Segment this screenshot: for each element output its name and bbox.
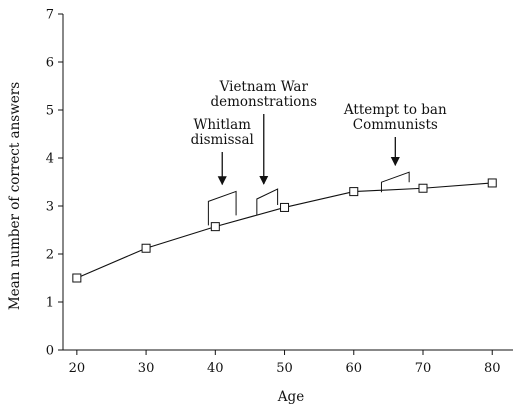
y-tick-label: 3 bbox=[46, 200, 54, 215]
x-tick-label: 60 bbox=[345, 361, 362, 376]
series-line bbox=[76, 182, 493, 279]
y-tick-label: 7 bbox=[46, 8, 54, 23]
x-tick-label: 80 bbox=[484, 361, 501, 376]
annotation-bracket bbox=[207, 190, 237, 226]
y-tick-label: 2 bbox=[46, 248, 54, 263]
x-tick-label: 50 bbox=[276, 361, 293, 376]
annotation-label-line: demonstrations bbox=[210, 94, 317, 110]
axes bbox=[62, 14, 513, 351]
data-point-age-50 bbox=[280, 202, 290, 212]
data-point-age-20 bbox=[72, 273, 82, 283]
data-point-age-70 bbox=[418, 183, 428, 193]
annotation-label-line: Whitlam bbox=[193, 117, 251, 133]
y-tick-label: 1 bbox=[46, 296, 54, 311]
data-series bbox=[72, 178, 497, 283]
annotation-label-line: dismissal bbox=[191, 132, 254, 148]
x-tick-label: 30 bbox=[138, 361, 155, 376]
annotation-label-line: Attempt to ban bbox=[343, 102, 447, 118]
y-tick-label: 6 bbox=[46, 56, 54, 71]
data-point-age-80 bbox=[487, 178, 497, 188]
annotation-label-line: Vietnam War bbox=[219, 79, 309, 95]
y-tick-label: 4 bbox=[46, 152, 54, 167]
annotation-label-line: Communists bbox=[353, 117, 438, 133]
data-point-age-40 bbox=[210, 222, 220, 232]
annotation-bracket bbox=[380, 171, 410, 193]
x-tick-label: 40 bbox=[207, 361, 224, 376]
x-tick-label: 20 bbox=[69, 361, 86, 376]
data-point-age-60 bbox=[349, 187, 359, 197]
y-tick-label: 0 bbox=[46, 344, 54, 359]
annotation-bracket bbox=[256, 188, 279, 215]
x-axis-title: Age bbox=[277, 389, 304, 405]
y-axis-title: Mean number of correct answers bbox=[7, 82, 23, 310]
x-tick-label: 70 bbox=[415, 361, 432, 376]
axis-ticks: 0 1 2 3 4 5 6 7 20 30 40 50 60 70 80 bbox=[46, 8, 501, 377]
data-point-age-30 bbox=[141, 243, 151, 253]
y-tick-label: 5 bbox=[46, 104, 54, 119]
